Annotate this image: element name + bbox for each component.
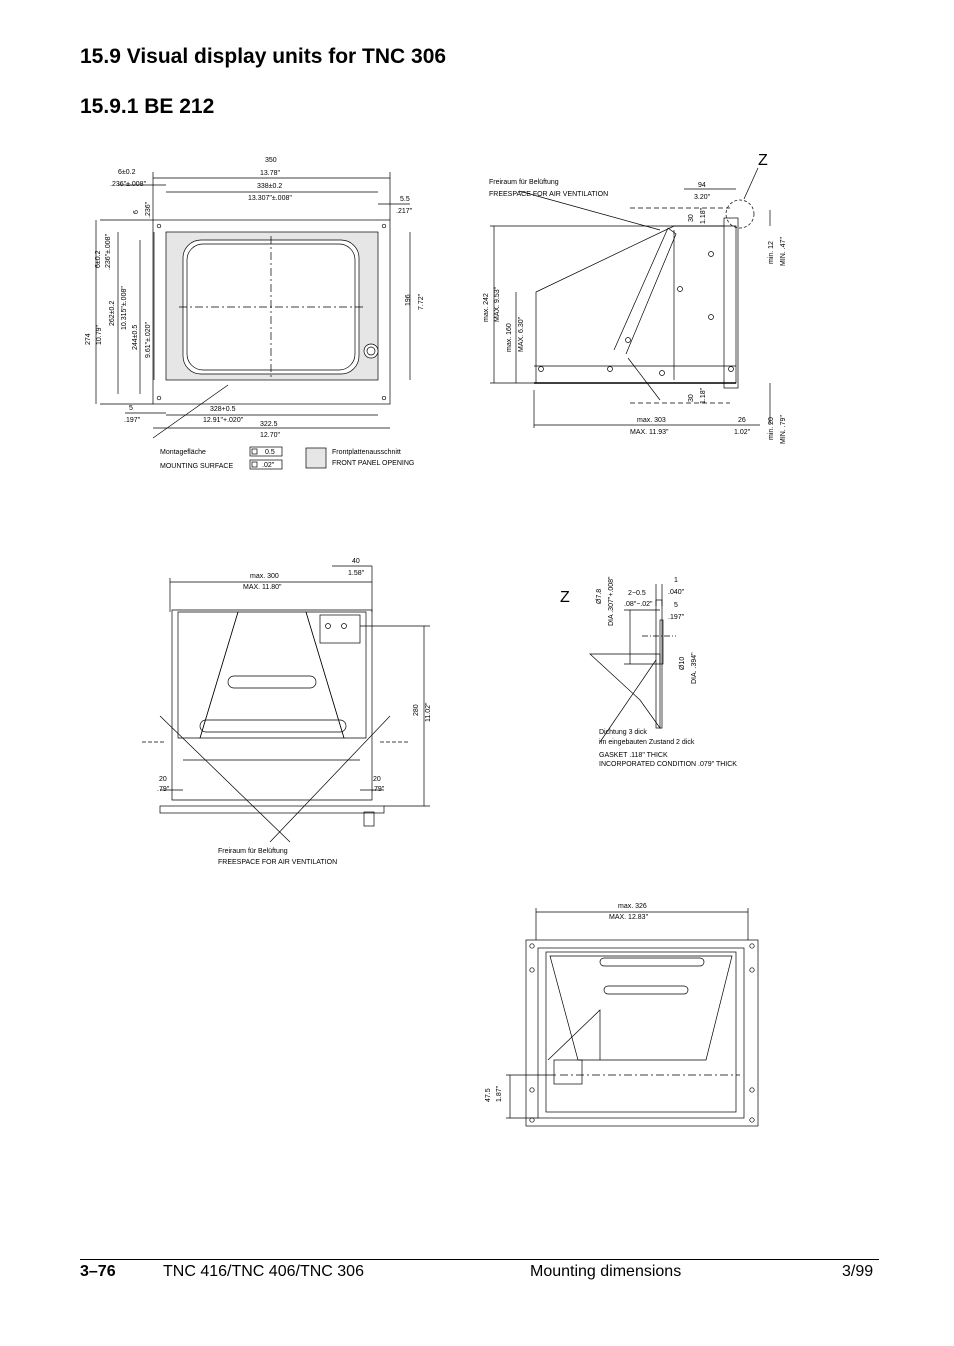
tv-dim-40: 40 <box>352 558 360 565</box>
fv-dim-244: 244±0.5 <box>132 325 139 350</box>
subsection-heading: 15.9.1 BE 212 <box>80 95 215 118</box>
footer-model: TNC 416/TNC 406/TNC 306 <box>163 1263 364 1280</box>
fv-dim-236b: .236"±.008" <box>105 233 112 270</box>
fv-dim-236v: .236" <box>145 201 152 218</box>
fv-dim-961: 9.61"±.020" <box>145 321 152 358</box>
footer-section: Mounting dimensions <box>530 1263 682 1280</box>
top-view-drawing <box>142 565 430 843</box>
sv-min12: min. 12 <box>768 241 775 264</box>
sv-max242: max. 242 <box>483 293 490 322</box>
sv-air-en: FREESPACE FOR AIR VENTILATION <box>489 191 608 198</box>
sv-dim-102: 1.02" <box>734 429 751 436</box>
fv-dim-217: .217" <box>396 208 413 215</box>
tv-air-de: Freiraum für Belüftung <box>218 848 288 855</box>
fv-dim-6b: 6±0.2 <box>95 250 102 268</box>
fv-dim-55: 5.5 <box>400 196 410 203</box>
sv-min47: MIN. .47" <box>780 237 787 266</box>
sv-max303: max. 303 <box>637 417 666 424</box>
rear-view-drawing <box>506 908 759 1127</box>
tv-dim-79l: .79" <box>157 786 170 793</box>
sv-air-de: Freiraum für Belüftung <box>489 179 559 186</box>
fv-dim-197: .197" <box>124 417 141 424</box>
fv-dim-350: 350 <box>265 157 277 164</box>
fv-dim-6in: .236"±.008" <box>110 181 147 188</box>
fv-dim-1270: 12.70" <box>260 432 281 439</box>
fv-dim-6v: 6 <box>133 210 140 214</box>
sv-max160: max. 160 <box>506 323 513 352</box>
fv-dim-328: 328+0.5 <box>210 406 236 413</box>
sv-dim-94: 94 <box>698 182 706 189</box>
dz-dim-5: 5 <box>674 602 678 609</box>
sv-dim-118b: 1.18" <box>700 387 707 404</box>
dz-gasket-en1: GASKET .118" THICK <box>599 752 668 759</box>
dz-dim-2: 2−0.5 <box>628 590 646 597</box>
rv-max326: max. 326 <box>618 903 647 910</box>
fv-mount-de: Montagefläche <box>160 449 206 456</box>
tv-dim-20l: 20 <box>159 776 167 783</box>
dz-z-label: Z <box>560 589 570 606</box>
fv-dim-274: 274 <box>85 333 92 345</box>
dz-dim-1: 1 <box>674 577 678 584</box>
sv-max630: MAX. 6.30" <box>518 316 525 352</box>
fv-dim-1378: 13.78" <box>260 170 281 177</box>
sv-dim-320: 3.20" <box>694 194 711 201</box>
sv-dim-26: 26 <box>738 417 746 424</box>
sv-max953: MAX. 9.53" <box>494 286 501 322</box>
fv-dim-10315: 10.315"±.008" <box>121 286 128 330</box>
footer-page-number: 3–76 <box>80 1263 116 1280</box>
fv-legend-de: Frontplattenausschnitt <box>332 449 401 456</box>
tv-dim-1102: 11.02" <box>425 702 432 722</box>
fv-dim-6: 6±0.2 <box>118 169 136 176</box>
sv-max1193: MAX. 11.93" <box>630 429 669 436</box>
rv-max1283: MAX. 12.83" <box>609 914 649 921</box>
tv-dim-158: 1.58" <box>348 570 365 577</box>
front-view-drawing <box>95 172 411 470</box>
dz-gasket-de2: im eingebauten Zustand 2 dick <box>599 739 695 746</box>
dz-dim-08: .08"−.02" <box>624 601 653 608</box>
tv-max1180: MAX. 11.80" <box>243 584 282 591</box>
sv-z-label: Z <box>758 152 768 169</box>
sv-min20: min. 20 <box>768 417 775 440</box>
fv-dim-338: 338±0.2 <box>257 183 282 190</box>
dz-dia394: DIA. .394" <box>691 652 698 684</box>
sv-min79: MIN. .79" <box>780 415 787 444</box>
fv-mount-en: MOUNTING SURFACE <box>160 463 233 470</box>
detail-z-drawing <box>589 584 676 743</box>
tv-dim-20r: 20 <box>373 776 381 783</box>
dz-gasket-en2: INCORPORATED CONDITION .079" THICK <box>599 761 737 768</box>
fv-dim-13307: 13.307"±.008" <box>248 195 292 202</box>
tv-max300: max. 300 <box>250 573 279 580</box>
section-heading: 15.9 Visual display units for TNC 306 <box>80 45 447 68</box>
side-view-drawing <box>490 167 771 428</box>
dz-gasket-de1: Dichtung 3 dick <box>599 729 647 736</box>
sv-dim-30b: 30 <box>688 394 695 402</box>
rv-dim-187: 1.87" <box>496 1085 503 1102</box>
fv-dim-5: 5 <box>129 405 133 412</box>
footer-date: 3/99 <box>842 1263 874 1280</box>
dz-dia10: Ø10 <box>679 657 686 670</box>
fv-dim-262: 262±0.2 <box>109 301 116 326</box>
dz-dim-040: .040" <box>668 589 685 596</box>
fv-dim-1291: 12.91"+.020" <box>203 417 244 424</box>
sv-dim-30a: 30 <box>688 214 695 222</box>
dz-dia307: DIA .307"+.008" <box>608 576 615 626</box>
tv-dim-79r: .79" <box>372 786 385 793</box>
dz-dim-197: .197" <box>668 614 685 621</box>
tv-dim-280: 280 <box>413 704 420 716</box>
fv-tol-02: .02" <box>262 462 275 469</box>
footer-rule <box>80 1259 879 1260</box>
fv-legend-en: FRONT PANEL OPENING <box>332 460 414 467</box>
tv-air-en: FREESPACE FOR AIR VENTILATION <box>218 859 337 866</box>
sv-dim-118a: 1.18" <box>700 207 707 224</box>
fv-dim-772: 7.72" <box>418 293 425 310</box>
dz-dia78: Ø7.8 <box>596 589 603 604</box>
fv-tol-05: 0.5 <box>265 449 275 456</box>
fv-dim-196: 196 <box>405 294 412 306</box>
rv-dim-475: 47.5 <box>485 1088 492 1102</box>
fv-dim-3225: 322.5 <box>260 421 278 428</box>
fv-dim-1079: 10.79" <box>96 324 103 345</box>
